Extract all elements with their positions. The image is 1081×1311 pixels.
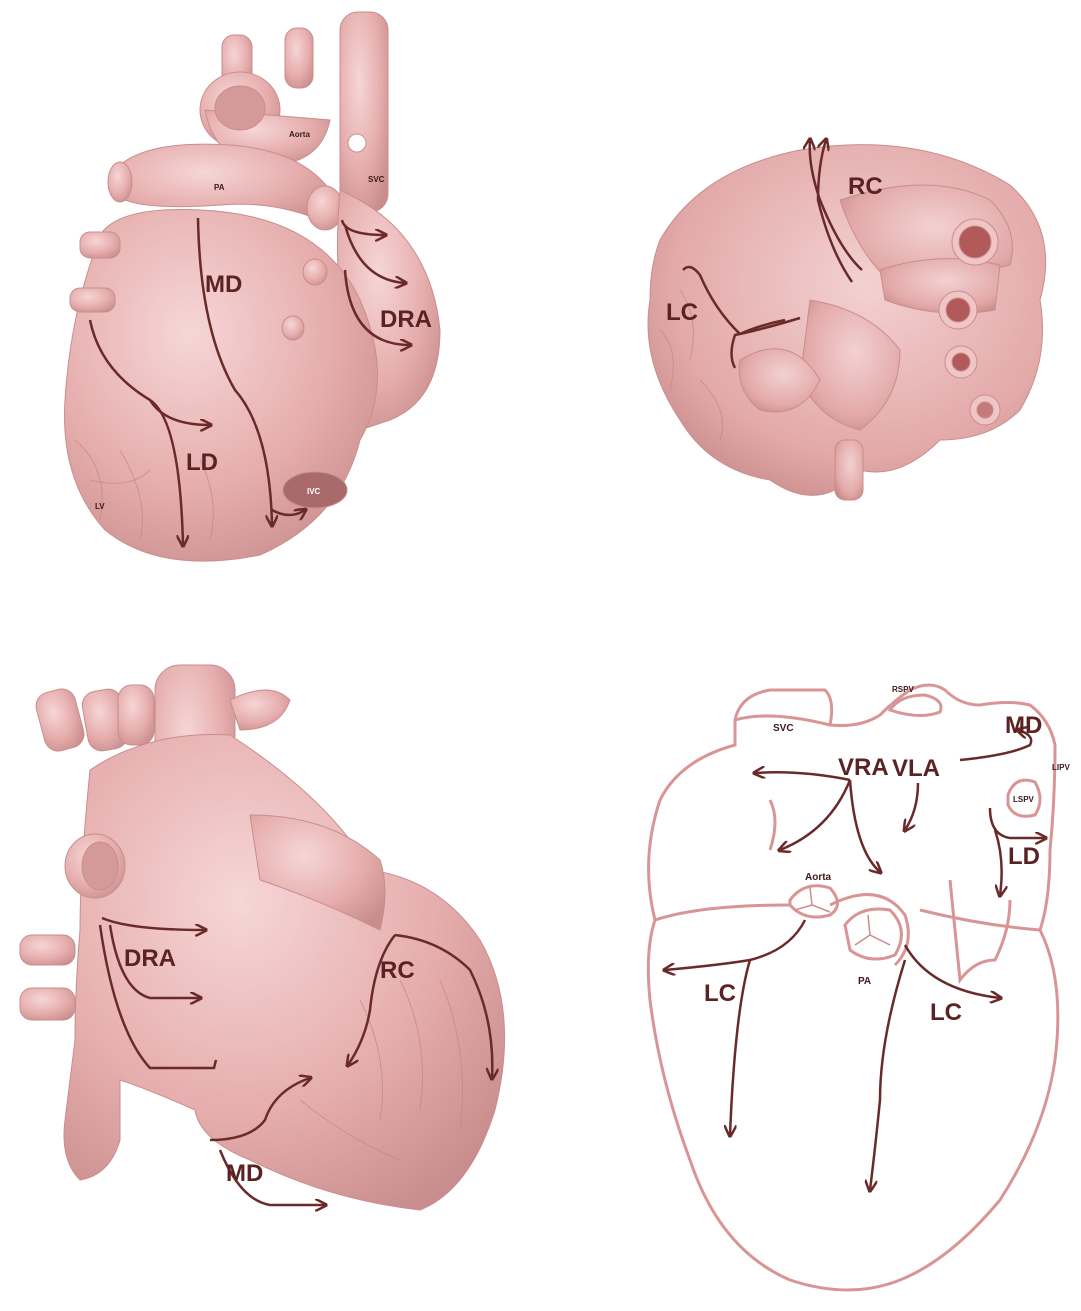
label-pa: PA bbox=[858, 976, 871, 987]
label-rc: RC bbox=[380, 957, 415, 984]
label-lipv: LIPV bbox=[1052, 763, 1070, 772]
label-lspv: LSPV bbox=[1013, 795, 1035, 804]
aorta-valve bbox=[790, 886, 838, 917]
label-lc-left: LC bbox=[704, 980, 736, 1007]
heart-anterior bbox=[65, 12, 441, 561]
arrow-vra-left bbox=[755, 772, 850, 780]
label-ld: LD bbox=[186, 449, 218, 476]
label-ivc: IVC bbox=[307, 487, 321, 496]
arrow-vra-down-right bbox=[850, 780, 880, 872]
arrow-vla bbox=[905, 783, 918, 830]
la-shape bbox=[770, 800, 775, 850]
panel-top-right: RC LC bbox=[648, 140, 1046, 500]
label-lc: LC bbox=[666, 299, 698, 326]
label-md: MD bbox=[205, 271, 242, 298]
label-svc: SVC bbox=[368, 175, 385, 184]
arrow-vra-down-left bbox=[780, 780, 850, 850]
arrow-ld-b bbox=[995, 830, 1002, 895]
av-groove-right bbox=[920, 910, 1040, 930]
label-rc: RC bbox=[848, 173, 883, 200]
av-groove bbox=[655, 905, 790, 920]
pa-valve bbox=[845, 909, 901, 959]
label-aorta: Aorta bbox=[289, 130, 310, 139]
heart-lateral bbox=[20, 665, 505, 1210]
label-lv: LV bbox=[95, 502, 105, 511]
arrow-lc-left-main bbox=[665, 920, 805, 970]
arrow-lc-right-down bbox=[870, 960, 905, 1190]
heart-superior bbox=[648, 145, 1046, 500]
label-ld: LD bbox=[1008, 843, 1040, 870]
labels-bottom-right: SVC RSPV MD LIPV VRA VLA LSPV LD Aorta P… bbox=[704, 685, 1070, 1026]
label-md: MD bbox=[1005, 712, 1042, 739]
label-aorta: Aorta bbox=[805, 872, 832, 883]
label-vra: VRA bbox=[838, 754, 889, 781]
label-vla: VLA bbox=[892, 755, 940, 782]
label-svc: SVC bbox=[773, 723, 794, 734]
label-md: MD bbox=[226, 1160, 263, 1187]
label-pa: PA bbox=[214, 183, 225, 192]
panel-bottom-right: SVC RSPV MD LIPV VRA VLA LSPV LD Aorta P… bbox=[648, 685, 1070, 1290]
label-dra: DRA bbox=[380, 306, 432, 333]
panel-bottom-left: DRA RC MD bbox=[20, 665, 505, 1210]
label-dra: DRA bbox=[124, 945, 176, 972]
panel-top-left: Aorta PA SVC MD DRA LD LV IVC bbox=[65, 12, 441, 561]
label-rspv: RSPV bbox=[892, 685, 914, 694]
label-lc-right: LC bbox=[930, 999, 962, 1026]
arrow-lc-right-main bbox=[905, 945, 1000, 998]
